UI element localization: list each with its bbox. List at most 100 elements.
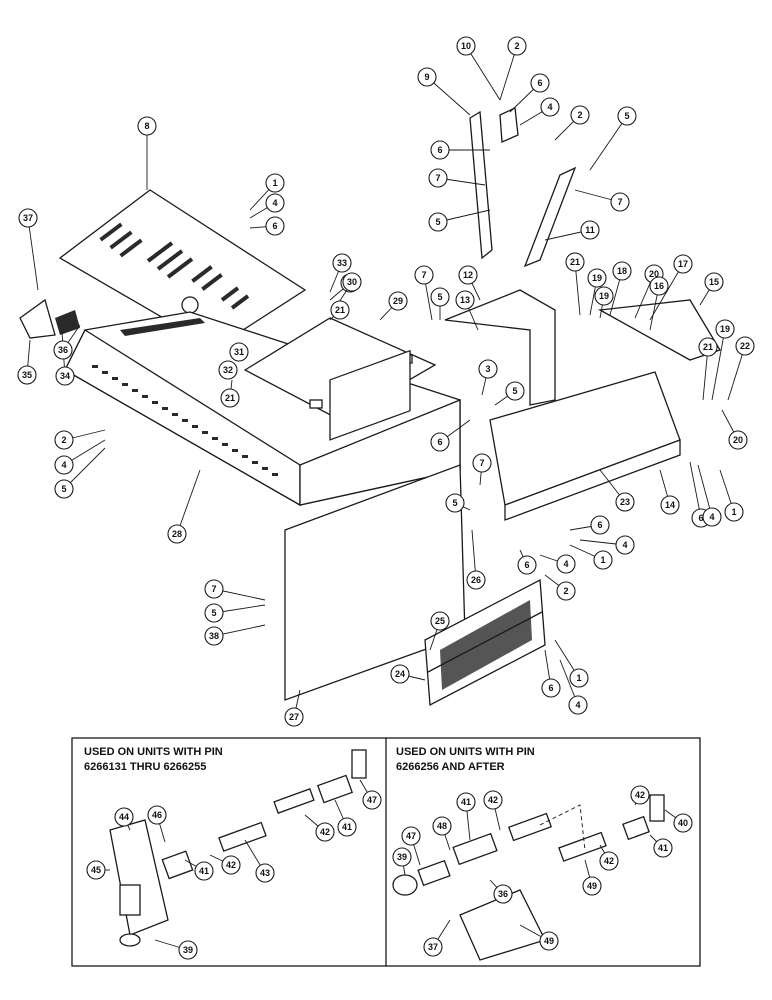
callout-39: 39 — [154, 939, 198, 960]
callout-circle — [630, 785, 650, 805]
callout-number: 2 — [61, 435, 66, 445]
callout-circle — [458, 265, 478, 285]
callout-circle — [660, 495, 680, 515]
callout-circle — [483, 790, 503, 810]
callout-circle — [456, 36, 476, 56]
callout-circle — [580, 220, 600, 240]
callout-circle — [265, 193, 285, 213]
callout-number: 41 — [658, 843, 668, 853]
callout-number: 16 — [654, 281, 664, 291]
callout-5: 5 — [430, 287, 450, 320]
callout-circle — [568, 695, 588, 715]
callout-number: 12 — [463, 270, 473, 280]
callout-28: 28 — [167, 469, 201, 544]
callout-number: 47 — [367, 795, 377, 805]
callout-16: 16 — [649, 276, 669, 331]
callout-number: 6 — [524, 560, 529, 570]
callout-circle — [428, 212, 448, 232]
callout-31: 31 — [229, 342, 249, 362]
callout-number: 4 — [622, 540, 627, 550]
callout-circle — [455, 290, 475, 310]
leader-line — [426, 76, 471, 116]
callout-number: 38 — [209, 631, 219, 641]
callout-19: 19 — [594, 286, 614, 319]
callout-1: 1 — [249, 173, 285, 211]
callout-8: 8 — [137, 116, 157, 190]
callout-24: 24 — [390, 664, 426, 684]
callout-circle — [167, 524, 187, 544]
callout-5: 5 — [494, 381, 525, 406]
callout-7: 7 — [574, 189, 630, 212]
callout-circle — [255, 863, 275, 883]
callout-6: 6 — [430, 419, 471, 452]
callout-number: 20 — [649, 269, 659, 279]
callout-25: 25 — [429, 611, 450, 651]
callout-circle — [86, 860, 106, 880]
callout-number: 22 — [740, 341, 750, 351]
callout-21: 21 — [329, 300, 350, 321]
callout-number: 24 — [395, 669, 405, 679]
callout-circle — [265, 216, 285, 236]
callout-number: 2 — [514, 41, 519, 51]
callout-number: 36 — [58, 345, 68, 355]
callout-circle — [456, 792, 476, 812]
callout-number: 5 — [435, 217, 440, 227]
callout-circle — [541, 678, 561, 698]
callout-circle — [466, 570, 486, 590]
callout-number: 47 — [406, 831, 416, 841]
callout-number: 48 — [437, 821, 447, 831]
callout-2: 2 — [499, 36, 527, 101]
callout-32: 32 — [218, 360, 238, 380]
callout-circle — [590, 515, 610, 535]
callout-21: 21 — [220, 379, 240, 408]
callout-45: 45 — [86, 860, 110, 880]
callout-37: 37 — [18, 208, 39, 291]
callout-circle — [178, 940, 198, 960]
callout-circle — [507, 36, 527, 56]
callout-number: 6 — [437, 145, 442, 155]
callout-5: 5 — [589, 106, 637, 171]
callout-2: 2 — [554, 105, 590, 141]
leader-line — [63, 447, 106, 490]
upper-brackets — [444, 107, 721, 406]
callout-21: 21 — [698, 337, 718, 401]
callout-19: 19 — [587, 268, 607, 316]
callout-number: 33 — [337, 258, 347, 268]
callout-4: 4 — [539, 554, 576, 574]
callout-4: 4 — [579, 535, 635, 555]
callout-number: 28 — [172, 529, 182, 539]
callout-number: 10 — [461, 41, 471, 51]
callout-number: 7 — [617, 197, 622, 207]
callout-number: 34 — [60, 371, 70, 381]
callout-1: 1 — [719, 469, 744, 522]
callout-number: 36 — [498, 889, 508, 899]
leader-line — [649, 263, 684, 321]
callout-circle — [593, 550, 613, 570]
callout-number: 5 — [61, 484, 66, 494]
callout-number: 6 — [698, 513, 703, 523]
callout-circle — [204, 579, 224, 599]
callout-41: 41 — [456, 792, 476, 841]
callout-41: 41 — [649, 834, 673, 858]
callout-number: 41 — [199, 866, 209, 876]
side-panel-right — [489, 371, 681, 521]
callout-2: 2 — [54, 429, 106, 450]
callout-circle — [430, 140, 450, 160]
callout-4: 4 — [697, 464, 722, 527]
callout-number: 40 — [678, 818, 688, 828]
callout-number: 4 — [547, 102, 552, 112]
hood-shroud — [64, 311, 461, 507]
callout-number: 2 — [577, 110, 582, 120]
callout-circle — [428, 168, 448, 188]
callout-22: 22 — [727, 336, 755, 401]
callout-7: 7 — [472, 453, 492, 486]
callout-37: 37 — [423, 919, 451, 957]
callout-number: 8 — [144, 121, 149, 131]
callout-circle — [218, 360, 238, 380]
callout-circle — [284, 707, 304, 727]
callout-7: 7 — [204, 579, 266, 601]
callout-5: 5 — [428, 209, 491, 232]
callout-circle — [342, 272, 362, 292]
callout-number: 42 — [488, 795, 498, 805]
callout-number: 19 — [599, 291, 609, 301]
